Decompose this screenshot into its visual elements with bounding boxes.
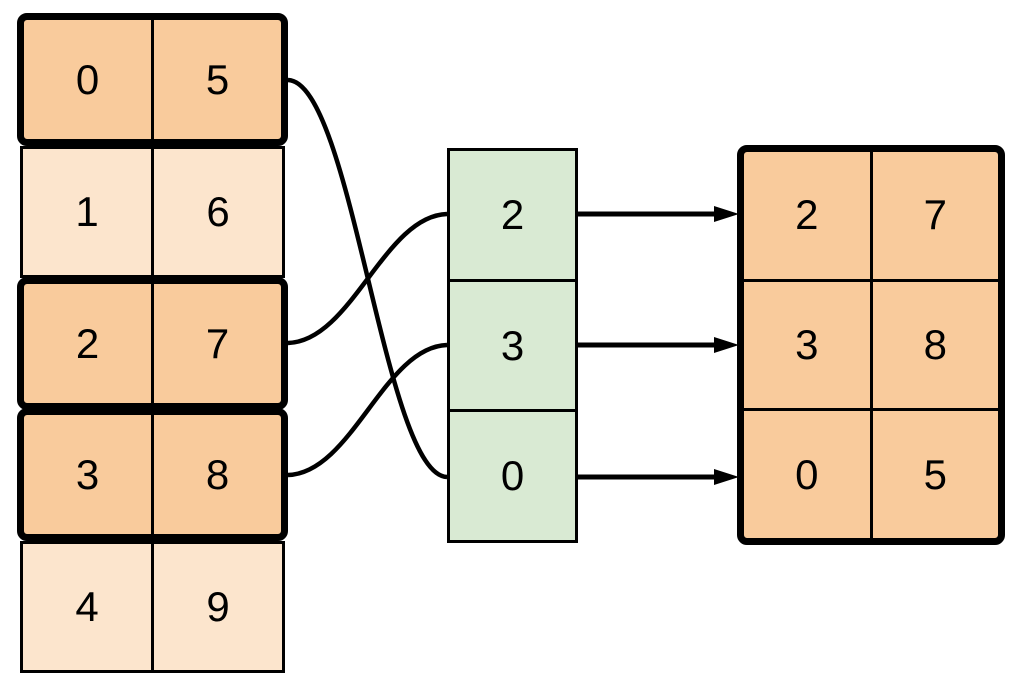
source-table-row-4: 4 9 xyxy=(20,541,285,673)
curve-source3-to-index1 xyxy=(287,342,448,478)
result-cell-1-0: 3 xyxy=(744,281,873,409)
result-table-row-2: 0 5 xyxy=(744,408,998,539)
arrow-index0-to-result0 xyxy=(578,206,739,222)
source-table-row-2: 2 7 xyxy=(17,277,288,410)
index-cell-1: 3 xyxy=(450,278,575,410)
source-cell-3-1: 8 xyxy=(205,450,230,498)
result-cell-0-0: 2 xyxy=(744,152,873,279)
index-table: 2 3 0 xyxy=(447,148,578,543)
result-table: 2 7 3 8 0 5 xyxy=(737,145,1005,545)
source-table-row-3: 3 8 xyxy=(17,408,288,541)
result-table-row-0: 2 7 xyxy=(744,152,998,279)
arrow-index2-to-result2 xyxy=(578,469,739,485)
result-cell-2-1: 5 xyxy=(923,450,947,498)
source-cell-1-0: 1 xyxy=(23,149,154,275)
index-cell-0: 2 xyxy=(500,190,525,238)
curve-source2-to-index0 xyxy=(287,211,448,346)
source-cell-4-1: 9 xyxy=(206,583,230,630)
source-cell-0-1: 5 xyxy=(205,55,230,103)
source-table-row-0: 0 5 xyxy=(17,13,288,146)
result-cell-2-0: 0 xyxy=(744,411,873,539)
source-cell-2-1: 7 xyxy=(205,319,230,367)
result-cell-0-1: 7 xyxy=(923,191,947,239)
index-cell-2: 0 xyxy=(450,409,575,540)
arrow-index1-to-result1 xyxy=(578,337,739,353)
source-cell-4-0: 4 xyxy=(23,544,154,670)
source-cell-3-0: 3 xyxy=(24,415,154,534)
result-table-row-1: 3 8 xyxy=(744,278,998,409)
source-cell-2-0: 2 xyxy=(24,284,154,403)
source-cell-1-1: 6 xyxy=(206,188,230,235)
source-cell-0-0: 0 xyxy=(24,20,154,139)
source-table-row-1: 1 6 xyxy=(20,146,285,278)
result-cell-1-1: 8 xyxy=(923,321,947,368)
curve-source0-to-index2 xyxy=(287,77,448,480)
